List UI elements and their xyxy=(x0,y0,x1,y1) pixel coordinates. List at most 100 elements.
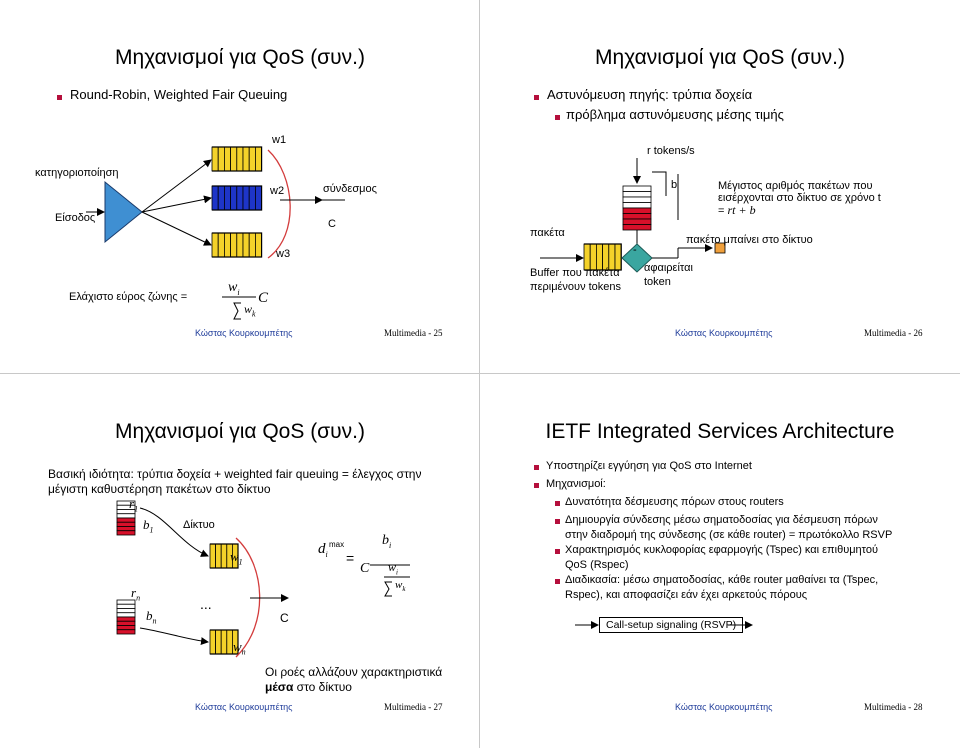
page-number: Multimedia - 26 xyxy=(864,328,923,338)
rsvp-diagram xyxy=(575,621,753,629)
queue-3 xyxy=(211,232,263,258)
callsetup-box: Call-setup signaling (RSVP) xyxy=(599,617,744,633)
queue-outline xyxy=(212,185,263,211)
bullet-marker xyxy=(534,483,539,488)
bucket-cell xyxy=(116,629,136,635)
queue-cell xyxy=(236,185,244,211)
queue-cell xyxy=(211,146,219,172)
label-wn: wn xyxy=(233,639,246,657)
bullet-text: Round-Robin, Weighted Fair Queuing xyxy=(70,87,288,102)
wfq-diagram xyxy=(86,146,345,320)
queue-cell xyxy=(230,185,238,211)
bucket-cell xyxy=(622,224,652,231)
bullet-2: Μηχανισμοί: xyxy=(546,478,606,490)
scheduler-arc xyxy=(267,149,291,259)
formula-numerator: wi xyxy=(228,280,240,297)
removed-desc-line-2: token xyxy=(644,276,671,288)
bucket-cell xyxy=(622,218,652,225)
queue-cell xyxy=(220,543,228,569)
token-gate-icon xyxy=(621,243,653,273)
page-number: Multimedia - 25 xyxy=(384,328,443,338)
horizontal-divider xyxy=(0,373,960,374)
label-minus: - xyxy=(633,244,637,256)
buffer-desc-line-2: περιμένουν tokens xyxy=(530,281,622,293)
queue-cell xyxy=(209,543,216,569)
formula-equals: = xyxy=(346,550,355,566)
subbullet-3-line-1: Χαρακτηρισμός κυκλοφορίας εφαρμογής (Tsp… xyxy=(565,544,878,556)
label-w1: w1 xyxy=(272,134,287,146)
slide-title: Μηχανισμοί για QoS (συν.) xyxy=(595,46,845,69)
label-min-bandwidth: Ελάχιστο εύρος ζώνης = xyxy=(69,291,188,303)
formula-wk: wk xyxy=(395,579,406,594)
slide-25: Μηχανισμοί για QoS (συν.) Round-Robin, W… xyxy=(0,0,480,374)
queue-cell xyxy=(248,232,256,258)
ellipsis: ... xyxy=(200,596,212,612)
label-bucket-size: b xyxy=(671,179,678,191)
bucket-cell xyxy=(116,530,136,536)
queue-cell xyxy=(242,185,250,211)
label-classification: κατηγοριοποίηση xyxy=(35,167,119,179)
subbullet-marker xyxy=(555,519,560,524)
packet-buffer xyxy=(583,243,622,271)
buffer-desc-line-1: Buffer που πακέτα xyxy=(530,267,620,279)
formula-capacity: C xyxy=(258,290,269,306)
label-b1: b1 xyxy=(143,517,154,535)
queue-cell xyxy=(223,232,231,258)
label-w1: w1 xyxy=(230,549,243,567)
queue-cell xyxy=(211,232,219,258)
vertical-divider xyxy=(479,0,480,748)
max-desc-line-1: Μέγιστος αριθμός πακέτων που xyxy=(718,180,873,192)
note-line-1: Οι ροές αλλάζουν χαρακτηριστικά xyxy=(265,665,443,679)
body-line-1: Βασική ιδιότητα: τρύπια δοχεία + weighte… xyxy=(48,467,422,481)
slide-26: Μηχανισμοί για QoS (συν.) Αστυνόμευση πη… xyxy=(480,0,960,374)
wfq-queue-1 xyxy=(209,543,239,569)
subbullet-4-line-1: Διαδικασία: μέσω σηματοδοσίας, κάθε rout… xyxy=(565,574,879,586)
queue-outline xyxy=(210,543,239,569)
label-link: σύνδεσμος xyxy=(323,183,377,195)
subbullet-marker xyxy=(555,579,560,584)
queue-cell xyxy=(223,146,231,172)
bucket-cell xyxy=(116,625,136,631)
packet-icon xyxy=(714,242,726,254)
queue-outline xyxy=(212,232,263,258)
classifier-icon xyxy=(104,180,143,244)
formula-d-sup: max xyxy=(329,540,345,549)
slide-28: IETF Integrated Services Architecture Υπ… xyxy=(480,374,960,748)
scheduler-arc xyxy=(235,537,261,658)
bucket-cell xyxy=(116,612,136,618)
page-number: Multimedia - 27 xyxy=(384,702,443,712)
bucket-cell xyxy=(116,616,136,622)
queue-outline xyxy=(212,146,263,172)
subbullet-marker xyxy=(555,501,560,506)
queue-outline xyxy=(584,243,622,271)
bucket-cell xyxy=(622,213,652,220)
subbullet-marker xyxy=(555,549,560,554)
label-capacity: C xyxy=(328,218,336,230)
queue-cell xyxy=(254,232,262,258)
body-line-2: μέγιστη καθυστέρηση πακέτων στο δίκτυο xyxy=(48,482,271,496)
slide-title: IETF Integrated Services Architecture xyxy=(545,420,895,443)
queue-cell xyxy=(242,232,250,258)
queue-cell xyxy=(248,146,256,172)
label-token-rate: r tokens/s xyxy=(647,145,695,157)
subbullet-1: Δυνατότητα δέσμευσης πόρων στους routers xyxy=(565,496,784,508)
label-network: Δίκτυο xyxy=(183,519,215,531)
slide-27: Μηχανισμοί για QoS (συν.) Βασική ιδιότητ… xyxy=(0,374,480,748)
author: Κώστας Κουρκουμπέτης xyxy=(195,702,293,712)
queue-cell xyxy=(215,629,222,655)
subbullet-text: πρόβλημα αστυνόμευσης μέσης τιμής xyxy=(566,107,784,122)
queue-cell xyxy=(230,146,238,172)
queue-cell xyxy=(226,629,233,655)
subbullet-4-line-2: Rspec), και αποφασίζει εάν έχει αρκετούς… xyxy=(565,589,808,601)
bucket-cell xyxy=(622,185,652,192)
queue-cell xyxy=(217,185,225,211)
removed-desc-line-1: αφαιρείται xyxy=(644,262,693,274)
queue-cell xyxy=(236,232,244,258)
leaky-bucket-diagram xyxy=(540,158,726,273)
bucket-cell xyxy=(116,521,136,527)
bullet-1: Υποστηρίζει εγγύηση για QoS στο Internet xyxy=(546,460,752,472)
bucket-cell xyxy=(622,207,652,214)
formula-wi: wi xyxy=(388,560,398,577)
author: Κώστας Κουρκουμπέτης xyxy=(195,328,293,338)
queue-cell xyxy=(209,629,216,655)
